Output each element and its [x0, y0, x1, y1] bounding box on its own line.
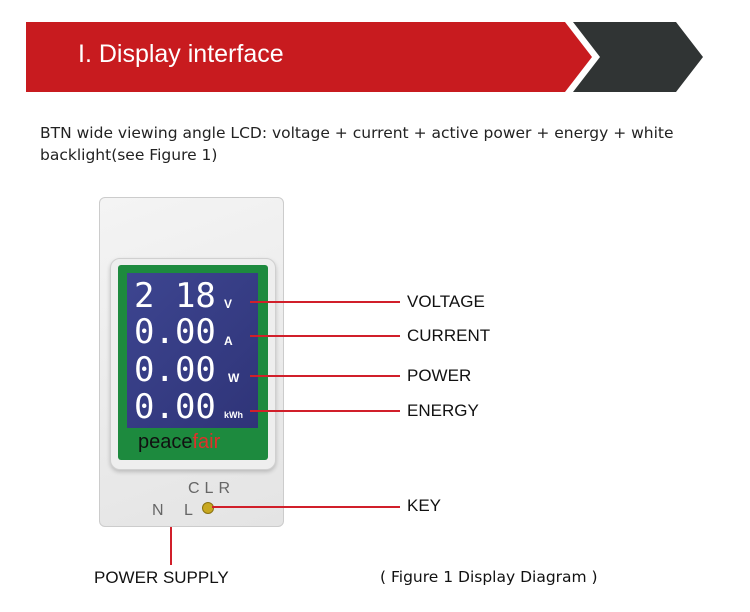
- figure-caption: ( Figure 1 Display Diagram ): [380, 568, 598, 586]
- power-reading: 0.00: [134, 350, 216, 390]
- brand-logo: peacefair: [138, 431, 221, 453]
- voltage-leader-line: [250, 301, 400, 303]
- power-supply-label: POWER SUPPLY: [94, 568, 229, 587]
- lcd-display: [127, 273, 258, 428]
- voltage-unit: V: [224, 297, 233, 311]
- nl-label: N L: [152, 502, 201, 519]
- energy-reading: 0.00: [134, 387, 216, 427]
- current-reading: 0.00: [134, 312, 216, 352]
- clear-key[interactable]: [202, 502, 214, 514]
- key-leader-line: [212, 506, 400, 508]
- voltage-reading: 2 18: [134, 276, 216, 316]
- power-leader-line: [250, 375, 400, 377]
- description-text: BTN wide viewing angle LCD: voltage + cu…: [40, 124, 674, 164]
- key-label: KEY: [407, 496, 442, 515]
- section-title: I. Display interface: [78, 40, 284, 68]
- energy-label: ENERGY: [407, 401, 479, 420]
- current-label: CURRENT: [407, 326, 491, 345]
- energy-unit: kWh: [224, 410, 243, 420]
- current-unit: A: [224, 334, 233, 348]
- voltage-label: VOLTAGE: [407, 292, 485, 311]
- power-unit: W: [228, 371, 240, 385]
- energy-leader-line: [250, 410, 400, 412]
- power-supply-leader-line: [170, 527, 172, 565]
- power-label: POWER: [407, 366, 472, 385]
- clr-label: CLR: [188, 480, 236, 497]
- current-leader-line: [250, 335, 400, 337]
